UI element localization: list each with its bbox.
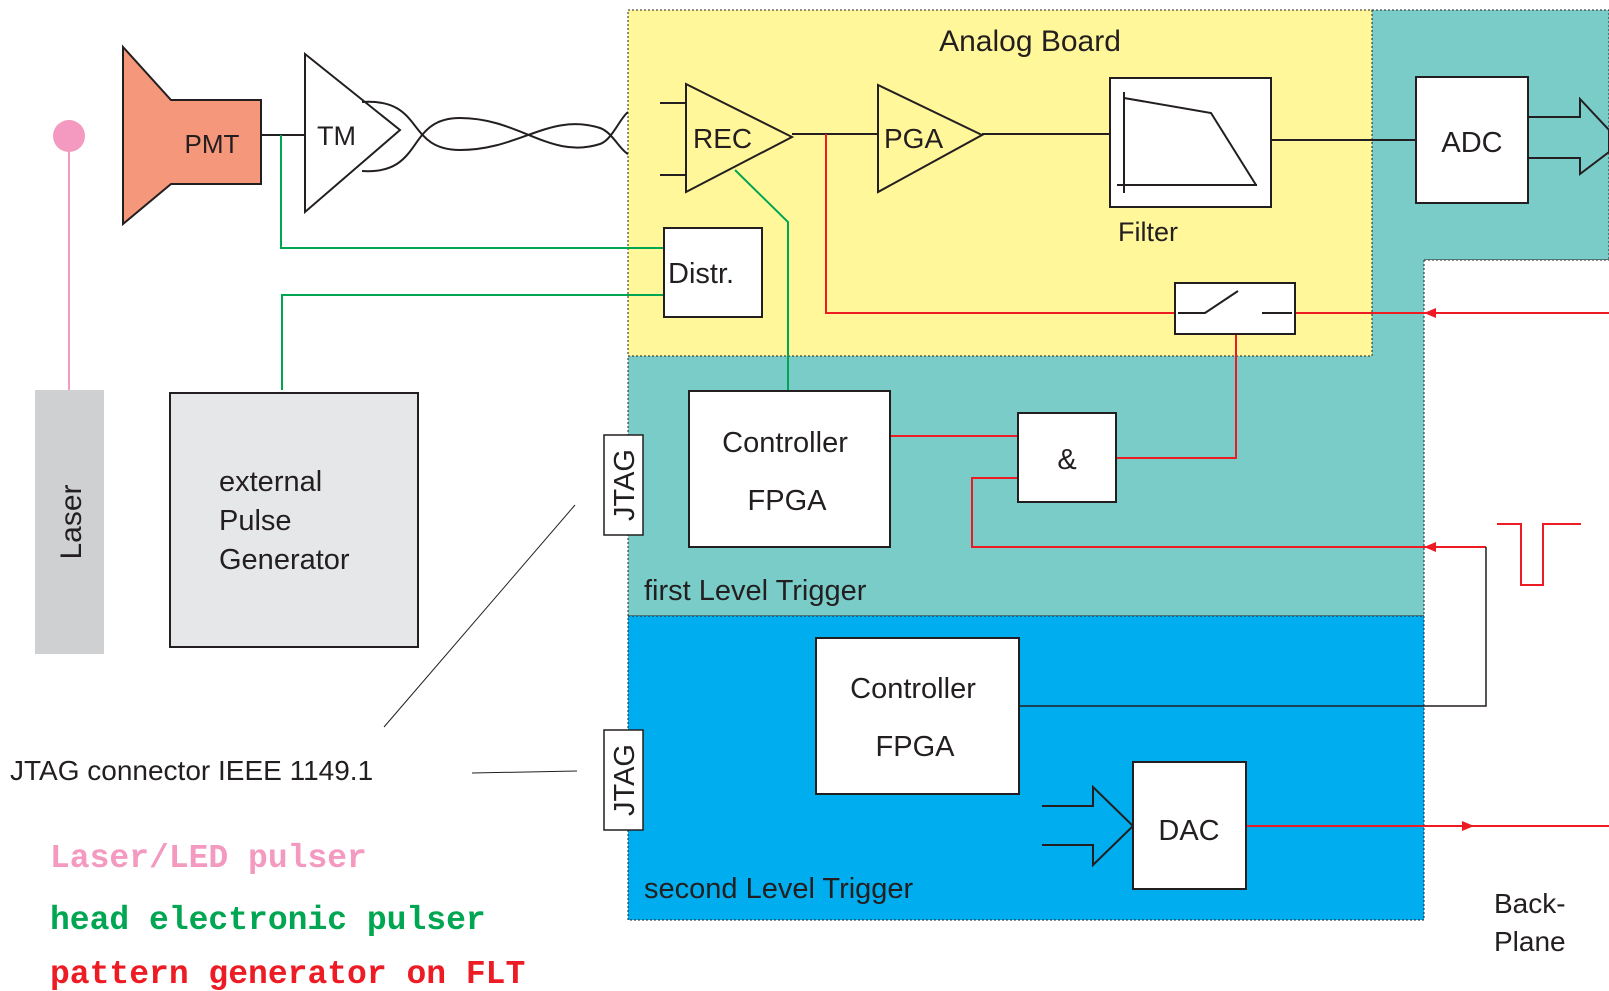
switch-block <box>1174 282 1296 335</box>
jtag-pointer-line-top <box>383 504 576 728</box>
filter-label: Filter <box>1118 217 1178 247</box>
backplane-arrow-mid <box>1424 542 1436 552</box>
legend: Laser/LED pulser head electronic pulser … <box>50 840 525 991</box>
distr-block <box>663 227 763 318</box>
jtag-top-label: JTAG <box>609 449 641 521</box>
backplane-region <box>1424 260 1609 991</box>
pga-amplifier <box>877 83 985 194</box>
slt-controller-fpga-block <box>815 637 1020 795</box>
pmt-label: PMT <box>185 129 240 159</box>
and-gate-label: & <box>1057 444 1076 476</box>
switch-contact-icon <box>1178 290 1292 314</box>
dac-block <box>1132 761 1247 890</box>
pulse-generator-label-line2: Pulse <box>219 505 292 537</box>
pulse-generator-label-line3: Generator <box>219 544 350 576</box>
adc-label: ADC <box>1441 127 1502 159</box>
analog-board-label: Analog Board <box>939 25 1121 58</box>
pga-label: PGA <box>884 123 943 154</box>
tm-label: TM <box>317 121 356 151</box>
dac-label: DAC <box>1158 815 1219 847</box>
slt-controller-trigger-line <box>1019 547 1487 707</box>
second-level-trigger-region <box>627 615 1425 921</box>
legend-head-electronic-pulser: head electronic pulser <box>50 902 486 939</box>
dac-output-arrow <box>1462 821 1474 831</box>
rec-amplifier <box>685 82 795 194</box>
first-level-trigger-label: first Level Trigger <box>644 575 867 607</box>
filter-block <box>1109 77 1272 208</box>
jtag-pointer-line-bottom <box>471 770 578 774</box>
flt-controller-label-line2: FPGA <box>748 485 828 517</box>
pmt-block <box>122 44 262 227</box>
backplane-label-line2: Plane <box>1494 926 1566 957</box>
pulse-generator-label-line1: external <box>219 466 322 498</box>
adc-block <box>1415 76 1529 204</box>
laser-label: Laser <box>55 484 88 559</box>
flt-controller-fpga-block <box>688 390 891 548</box>
twisted-pair-cable-b <box>361 111 629 173</box>
head-electronic-pulser-lines <box>280 135 789 391</box>
laser-block <box>35 390 104 654</box>
tm-amplifier <box>304 51 402 215</box>
backplane-label-line1: Back- <box>1494 888 1566 919</box>
legend-laser-led-pulser: Laser/LED pulser <box>50 840 367 877</box>
jtag-bottom-label: JTAG <box>609 744 641 816</box>
backplane-arrow-top <box>1424 308 1436 318</box>
adc-output-bus-arrow <box>1528 96 1609 177</box>
second-level-trigger-label: second Level Trigger <box>644 873 914 905</box>
rec-label: REC <box>693 123 752 154</box>
slt-controller-label-line2: FPGA <box>876 731 956 763</box>
pattern-generator-lines <box>825 134 1609 827</box>
distr-label: Distr. <box>668 258 734 290</box>
jtag-bottom-connector <box>603 729 644 831</box>
filter-response-icon <box>1117 92 1257 193</box>
laser-target-dot <box>53 120 85 152</box>
slt-controller-label-line1: Controller <box>850 673 976 705</box>
flt-controller-label-line1: Controller <box>722 427 848 459</box>
legend-pattern-generator: pattern generator on FLT <box>50 956 525 991</box>
twisted-pair-cable-a <box>361 100 629 155</box>
jtag-connector-annotation: JTAG connector IEEE 1149.1 <box>10 755 373 786</box>
jtag-top-connector <box>603 434 644 536</box>
external-pulse-generator-block <box>169 392 419 648</box>
and-gate-block <box>1017 412 1117 503</box>
